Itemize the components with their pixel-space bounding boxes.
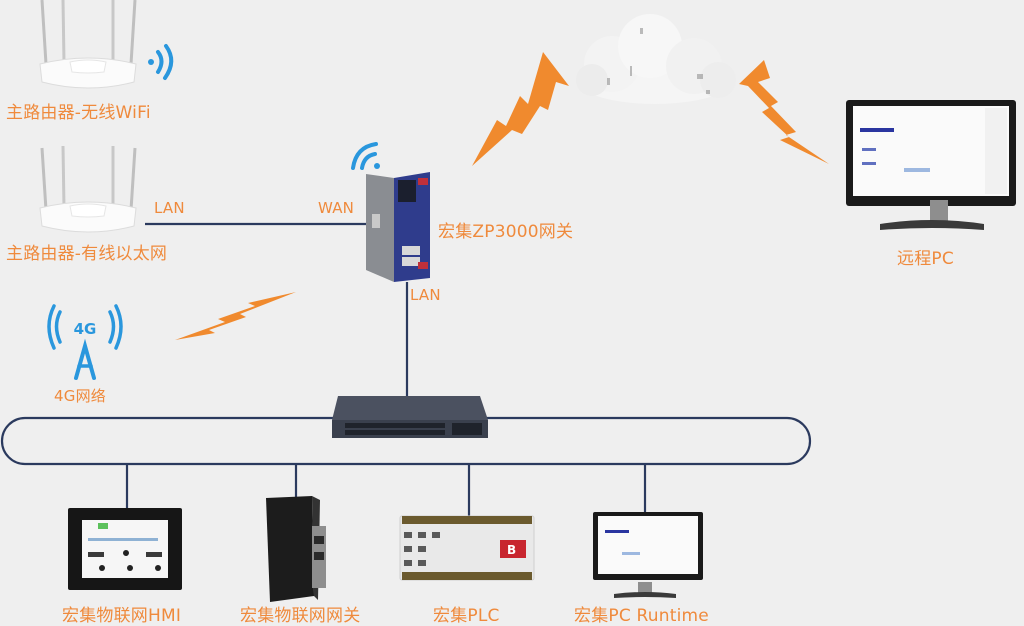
gateway-wifi-icon <box>351 142 380 170</box>
network-switch-icon <box>332 396 488 438</box>
pc-runtime-label: 宏集PC Runtime <box>574 606 709 626</box>
wifi-signal-icon <box>148 44 174 80</box>
cloud-icon <box>576 14 736 104</box>
plc-icon: B <box>399 515 535 581</box>
connection-lines <box>0 222 812 516</box>
bolt-cloud-pc <box>739 60 829 164</box>
4g-antenna-icon: 4G <box>47 304 123 380</box>
hmi-panel-icon <box>68 508 182 590</box>
bolt-4g <box>175 292 296 340</box>
industrial-gateway-icon <box>366 172 430 282</box>
network-4g-label: 4G网络 <box>54 387 106 405</box>
plc-label: 宏集PLC <box>433 606 500 626</box>
bolt-gateway-cloud <box>472 52 569 166</box>
wired-router-label: 主路由器-有线以太网 <box>6 244 168 264</box>
pc-runtime-monitor-icon <box>593 512 703 598</box>
remote-pc-monitor-icon <box>846 100 1016 230</box>
lightning-bolt-icon <box>175 52 829 340</box>
wan-link-label: WAN <box>318 199 355 217</box>
din-rail-gateway-icon <box>266 496 326 602</box>
wifi-router-label: 主路由器-无线WiFi <box>6 103 151 123</box>
iot-gateway-label: 宏集物联网网关 <box>240 606 361 626</box>
gateway-lan-label: LAN <box>410 286 441 304</box>
4g-badge-text: 4G <box>74 320 97 338</box>
lan-link-label: LAN <box>154 199 185 217</box>
gateway-label: 宏集ZP3000网关 <box>438 222 574 242</box>
plc-badge-text: B <box>507 543 516 557</box>
remote-pc-label: 远程PC <box>897 249 954 269</box>
router-icon <box>39 145 137 233</box>
hmi-label: 宏集物联网HMI <box>62 606 182 626</box>
wifi-router-icon <box>39 0 137 89</box>
